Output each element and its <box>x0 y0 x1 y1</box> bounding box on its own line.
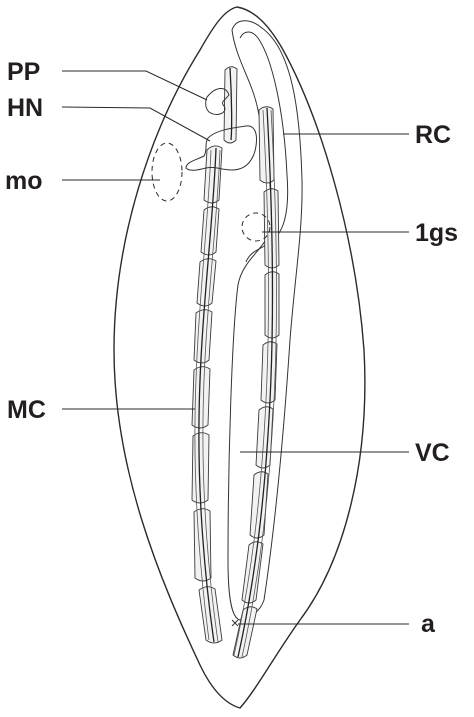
label-vc: VC <box>415 439 450 467</box>
body-outline <box>114 7 365 708</box>
label-1gs: 1gs <box>415 219 458 247</box>
label-mc: MC <box>7 396 46 424</box>
label-rc: RC <box>415 121 451 149</box>
left-muscle-column <box>192 146 222 643</box>
label-pp: PP <box>7 58 40 86</box>
hn-leader <box>62 107 210 141</box>
label-hn: HN <box>7 94 43 122</box>
label-a: a <box>421 610 436 638</box>
mouth-outline <box>152 143 182 201</box>
label-mo: mo <box>5 167 43 195</box>
anus-mark <box>232 620 238 626</box>
